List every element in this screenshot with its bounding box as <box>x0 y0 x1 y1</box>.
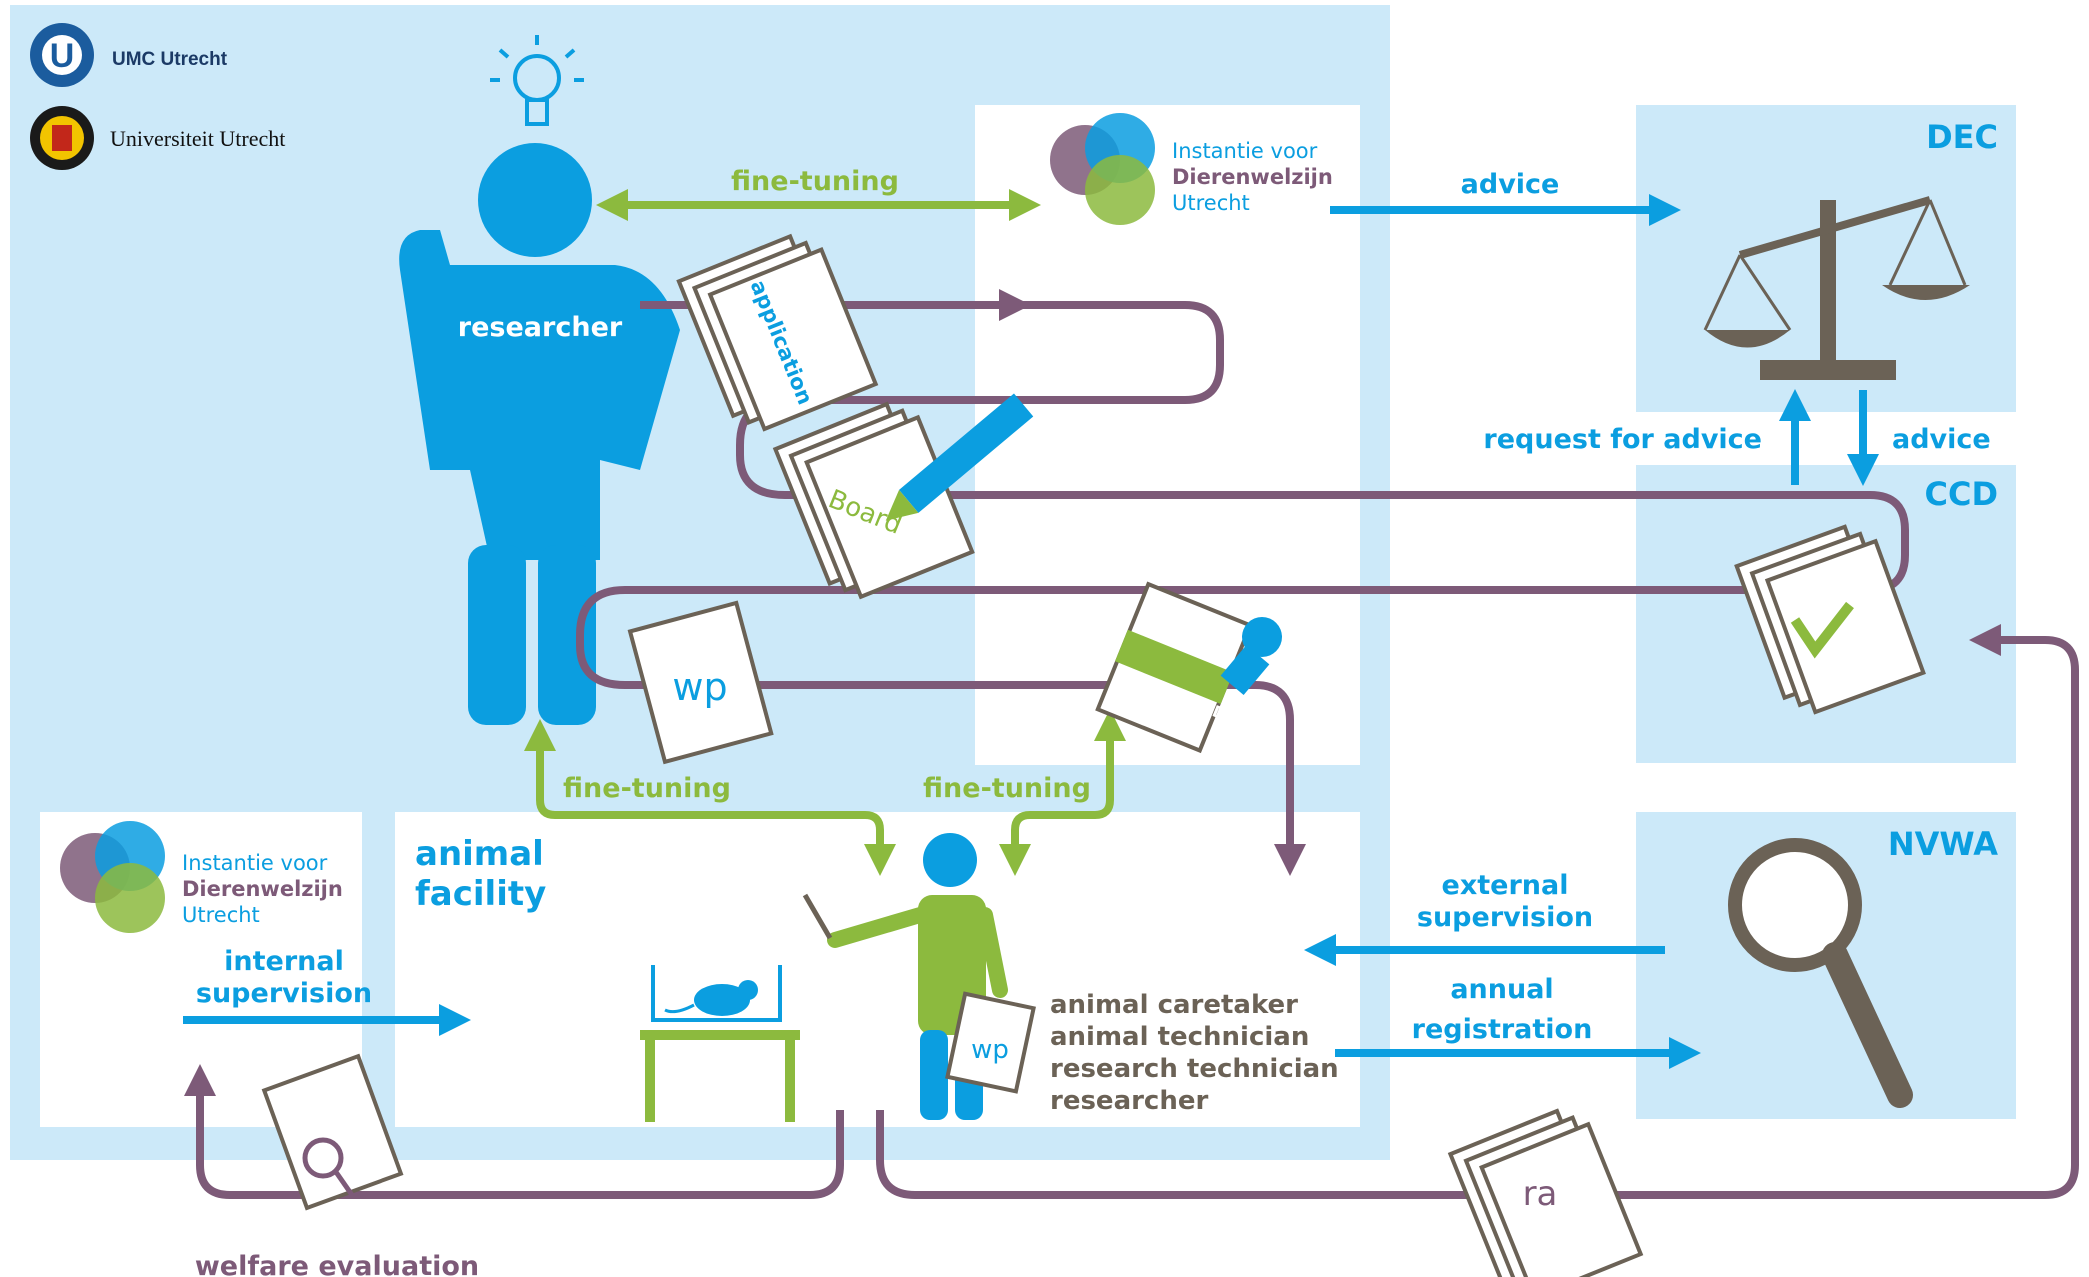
wp-document-icon <box>627 600 774 765</box>
animal-facility-label-1: animal <box>415 834 544 874</box>
lightbulb-icon <box>490 35 584 126</box>
ivd-logo-bottom: Instantie voor Dierenwelzijn Utrecht <box>60 821 343 933</box>
staff-label-2: animal technician <box>1050 1022 1309 1052</box>
application-document-icon <box>676 233 879 432</box>
scale-icon <box>1703 196 1970 380</box>
staff-label-1: animal caretaker <box>1050 990 1298 1020</box>
svg-text:U: U <box>50 37 75 75</box>
welfare-document-icon <box>261 1053 404 1211</box>
ivd-top-line3: Utrecht <box>1172 191 1250 215</box>
staff-label-4: researcher <box>1050 1086 1208 1116</box>
researcher-label: researcher <box>458 312 623 343</box>
internal-supervision-label-1: internal <box>224 946 344 977</box>
checkmark-icon <box>1790 601 1854 659</box>
dec-label: DEC <box>1926 118 1998 156</box>
pencil-icon <box>885 393 1034 521</box>
magnifying-glass-icon <box>1728 838 1913 1108</box>
fine-tuning-right-label: fine-tuning <box>923 773 1091 804</box>
ccd-document-checked-icon <box>1734 524 1926 715</box>
fine-tuning-right-arrow <box>999 709 1126 876</box>
process-path <box>576 301 1909 876</box>
umc-name: UMC Utrecht <box>112 49 228 70</box>
external-supervision-label-2: supervision <box>1417 902 1593 933</box>
ivd-top-line1: Instantie voor <box>1172 139 1318 163</box>
animal-facility-label-2: facility <box>415 874 546 914</box>
ivd-logo-top: Instantie voor Dierenwelzijn Utrecht <box>1050 113 1333 225</box>
advice-top-label: advice <box>1461 169 1560 200</box>
ivd-bottom-line1: Instantie voor <box>182 851 328 875</box>
researcher-figure <box>399 143 680 725</box>
ivd-top-line2: Dierenwelzijn <box>1172 165 1333 189</box>
ivd-bottom-line2: Dierenwelzijn <box>182 877 343 901</box>
ra-document-icon <box>1447 1108 1644 1277</box>
external-supervision-label-1: external <box>1442 870 1569 901</box>
request-advice-label: request for advice <box>1483 424 1762 455</box>
welfare-evaluation-path <box>184 1064 844 1199</box>
advice-right-label: advice <box>1892 424 1991 455</box>
staff-label-3: research technician <box>1050 1054 1339 1084</box>
fine-tuning-top-label: fine-tuning <box>731 166 899 197</box>
wp-small-doc-label: wp <box>971 1035 1009 1065</box>
fine-tuning-left-arrow <box>524 719 896 876</box>
fine-tuning-left-label: fine-tuning <box>563 773 731 804</box>
ra-path <box>876 624 2079 1199</box>
ccd-label: CCD <box>1924 475 1998 513</box>
uu-logo: Universiteit Utrecht <box>30 106 285 170</box>
approved-document-icon <box>1095 581 1253 754</box>
annual-registration-label-1: annual <box>1450 974 1553 1005</box>
nvwa-label: NVWA <box>1888 825 1998 863</box>
board-document-icon <box>772 401 975 600</box>
ivd-bottom-line3: Utrecht <box>182 903 260 927</box>
internal-supervision-label-2: supervision <box>196 978 372 1009</box>
uu-name: Universiteit Utrecht <box>110 126 285 151</box>
wp-doc-label: wp <box>672 665 727 709</box>
magnifier-small-icon <box>302 1137 355 1197</box>
mouse-cage-icon <box>640 965 800 1122</box>
stamp-icon <box>1220 617 1282 695</box>
umc-logo: U UMC Utrecht <box>30 23 228 87</box>
wp-small-document-icon <box>945 991 1036 1094</box>
ra-doc-label: ra <box>1523 1174 1558 1214</box>
welfare-evaluation-label: welfare evaluation <box>195 1251 479 1277</box>
annual-registration-label-2: registration <box>1412 1014 1593 1045</box>
